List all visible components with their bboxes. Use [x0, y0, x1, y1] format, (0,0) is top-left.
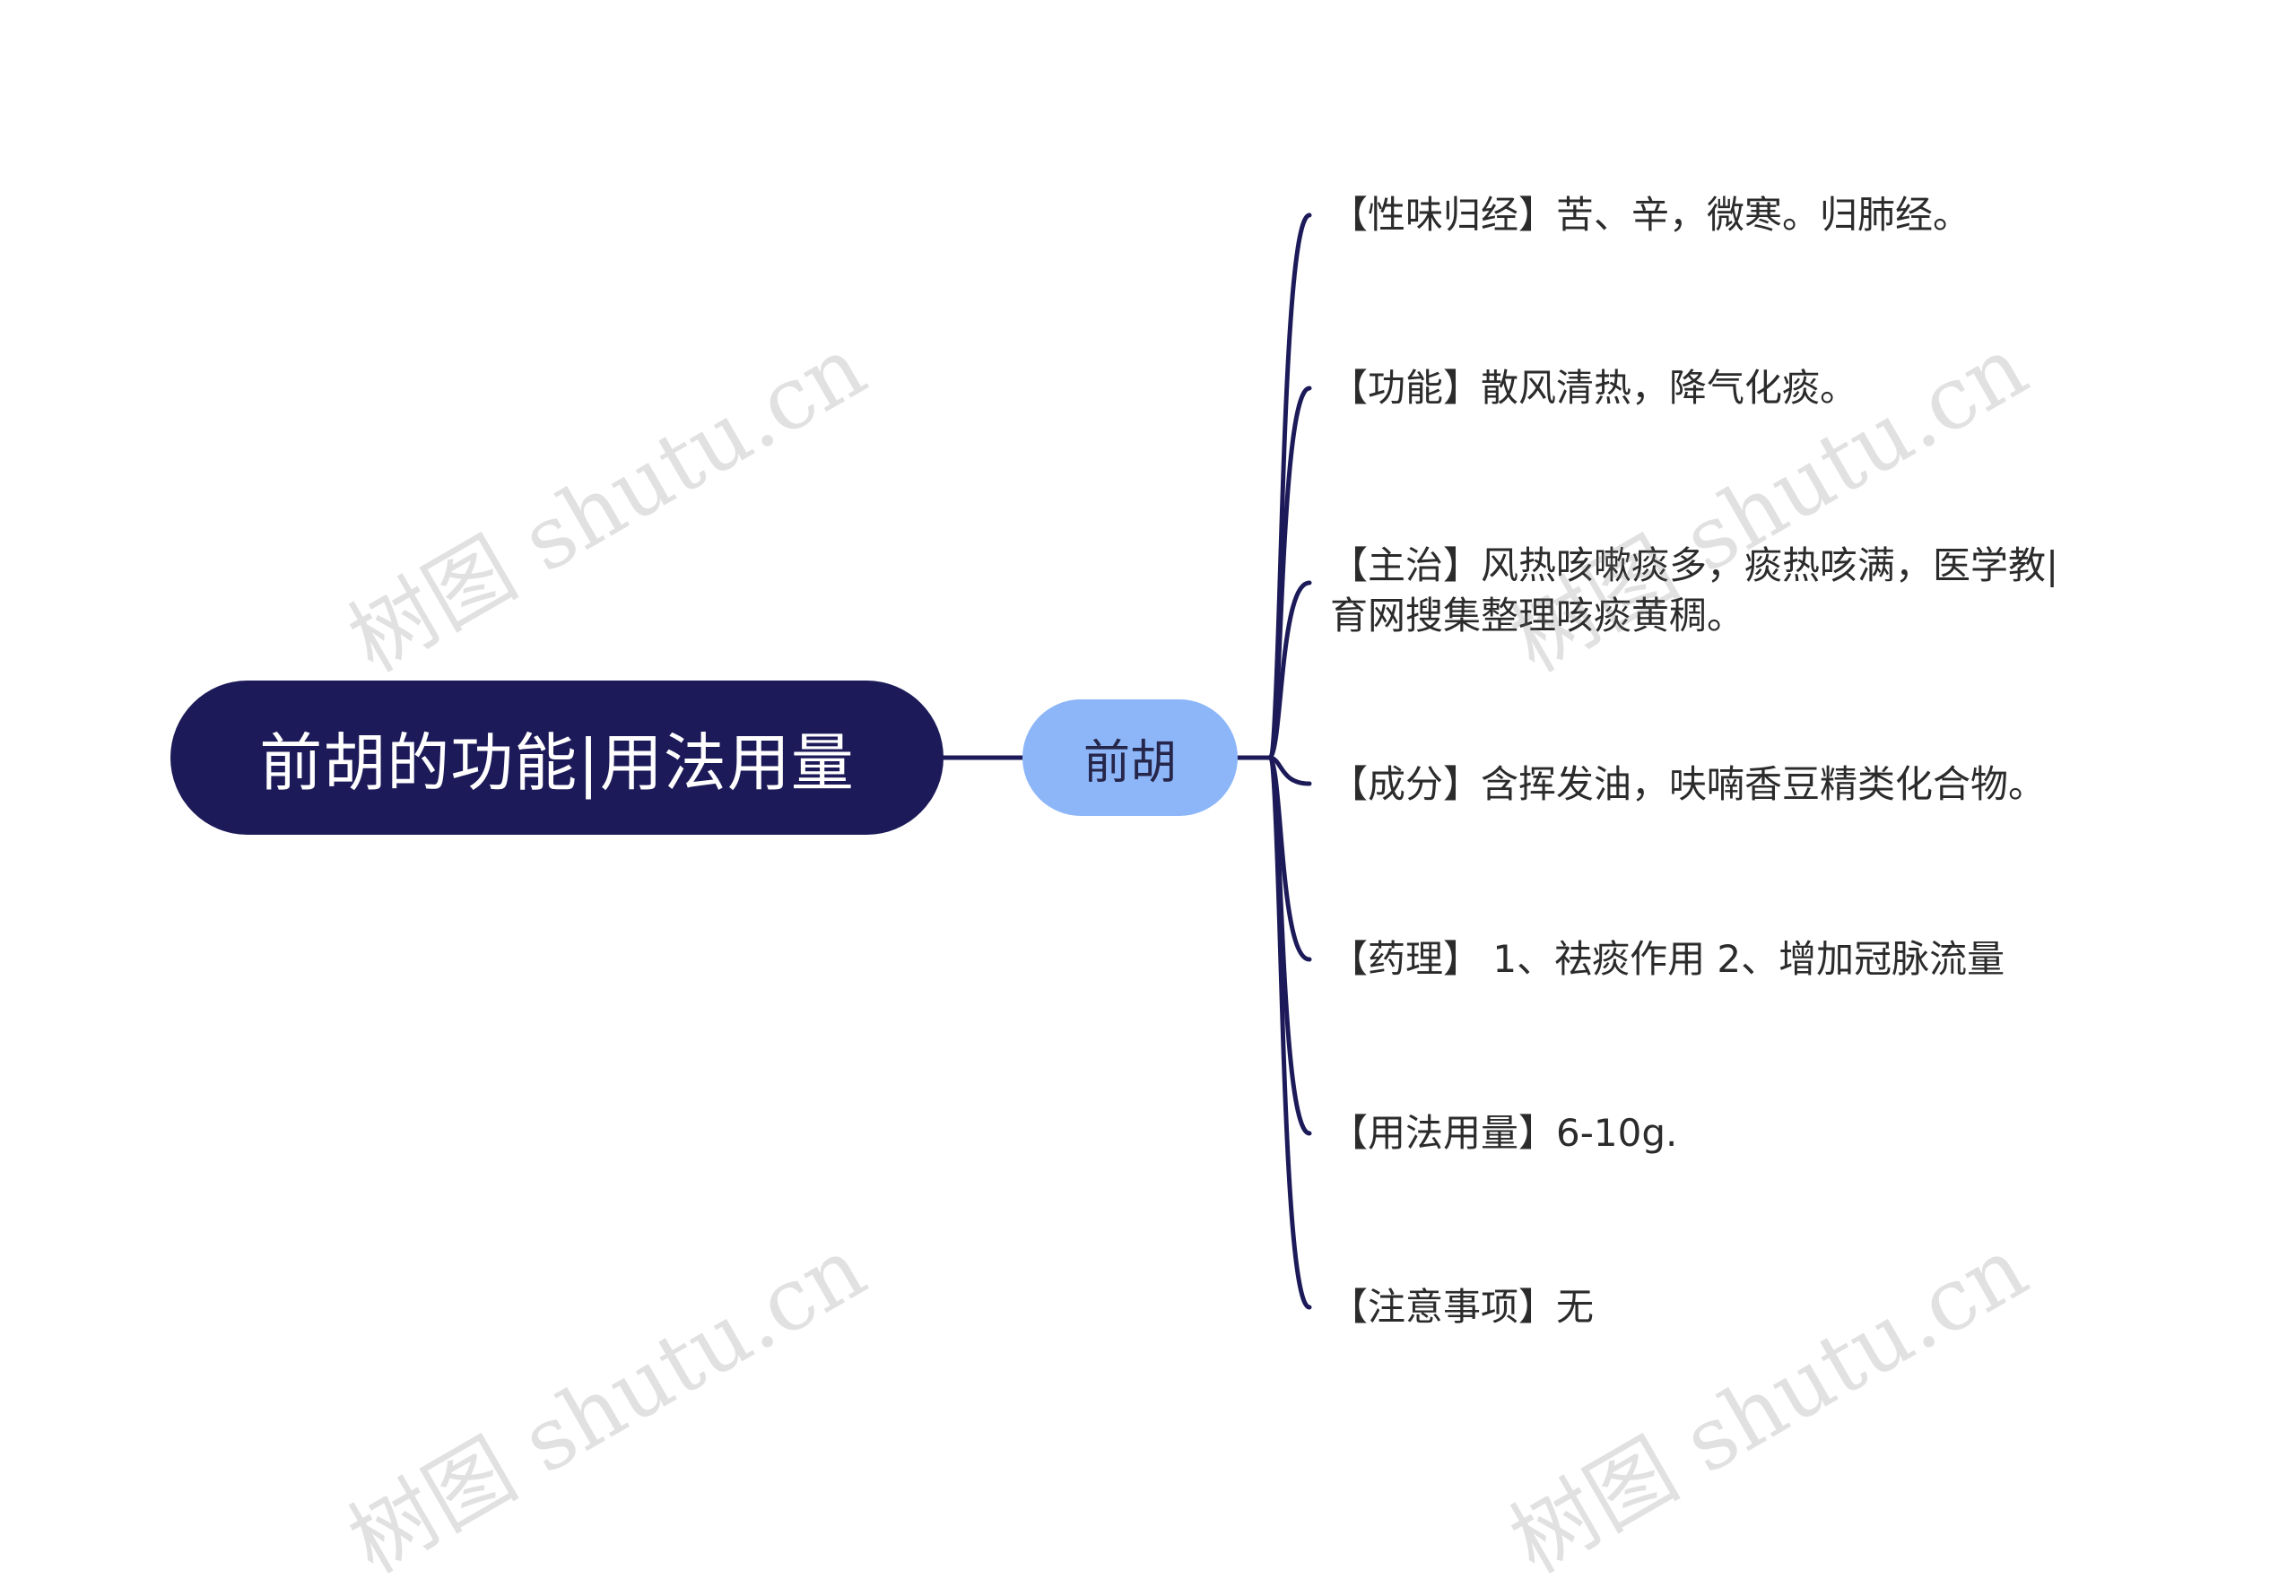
leaf-topic-label-line1: 【主治】风热咳嗽痰多，痰热咳满，医学教|: [1330, 543, 2059, 587]
leaf-topic-label: 【注意事项】无: [1330, 1285, 1595, 1329]
leaf-topic-indications[interactable]: 【主治】风热咳嗽痰多，痰热咳满，医学教| 育网搜集整理咳痰黄稠。: [1330, 541, 2058, 641]
leaf-topic-pharmacology[interactable]: 【药理】 1、祛痰作用 2、增加冠脉流量: [1330, 934, 2005, 984]
leaf-topic-label: 【药理】 1、祛痰作用 2、增加冠脉流量: [1330, 937, 2005, 981]
leaf-topic-nature[interactable]: 【性味归经】苦、辛，微寒。归肺经。: [1330, 190, 1970, 240]
connector-leaf-2: [1266, 386, 1312, 760]
leaf-topic-ingredients[interactable]: 【成分】含挥发油，呋喃香豆精类化合物。: [1330, 759, 2046, 810]
leaf-topic-label: 【功能】散风清热，降气化痰。: [1330, 366, 1858, 410]
leaf-topic-label-line2: 育网搜集整理咳痰黄稠。: [1330, 594, 1745, 638]
connector-leaf-3: [1266, 580, 1312, 760]
central-topic[interactable]: 前胡: [1022, 699, 1238, 816]
root-topic[interactable]: 前胡的功能|用法用量: [170, 681, 944, 835]
leaf-topic-function[interactable]: 【功能】散风清热，降气化痰。: [1330, 363, 1857, 413]
connector-lines: [941, 213, 1312, 1310]
leaf-topic-label: 【性味归经】苦、辛，微寒。归肺经。: [1330, 193, 1971, 237]
central-topic-label: 前胡: [1083, 735, 1177, 790]
leaf-topic-dosage[interactable]: 【用法用量】6-10g.: [1330, 1108, 1677, 1158]
root-topic-label: 前胡的功能|用法用量: [259, 725, 855, 800]
connector-leaf-7: [1266, 755, 1312, 1310]
leaf-topic-cautions[interactable]: 【注意事项】无: [1330, 1282, 1594, 1332]
mindmap-canvas: 前胡的功能|用法用量 前胡 【性味归经】苦、辛，微寒。归肺经。 【功能】散风清热…: [170, 190, 2058, 1592]
leaf-topic-label: 【成分】含挥发油，呋喃香豆精类化合物。: [1330, 762, 2047, 806]
leaf-topic-label: 【用法用量】6-10g.: [1330, 1111, 1678, 1155]
